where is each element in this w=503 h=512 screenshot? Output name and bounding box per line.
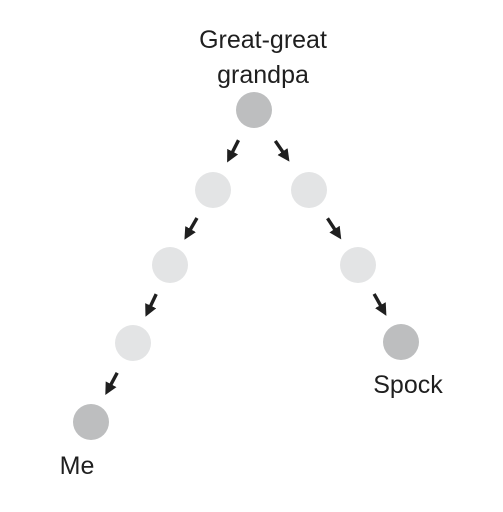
arrow-left-ancestor-1-to-left-ancestor-2 bbox=[184, 217, 199, 240]
node-left-ancestor-3 bbox=[115, 325, 151, 361]
nodes-layer bbox=[73, 92, 419, 440]
top-label-line1: Great-great bbox=[199, 26, 327, 54]
node-left-ancestor-1 bbox=[195, 172, 231, 208]
arrow-left-ancestor-2-to-left-ancestor-3 bbox=[145, 293, 158, 317]
arrow-great-great-grandpa-to-left-ancestor-1 bbox=[227, 139, 241, 163]
node-great-great-grandpa bbox=[236, 92, 272, 128]
me-label: Me bbox=[60, 452, 95, 480]
arrow-right-ancestor-1-to-right-ancestor-2 bbox=[326, 217, 342, 240]
edges-layer bbox=[105, 139, 387, 395]
top-label-line2: grandpa bbox=[217, 61, 309, 89]
arrow-left-ancestor-3-to-me bbox=[105, 371, 119, 395]
arrow-great-great-grandpa-to-right-ancestor-1 bbox=[273, 139, 290, 162]
node-spock bbox=[383, 324, 419, 360]
arrow-right-ancestor-2-to-spock bbox=[372, 293, 387, 316]
spock-label: Spock bbox=[373, 371, 443, 399]
node-right-ancestor-2 bbox=[340, 247, 376, 283]
node-left-ancestor-2 bbox=[152, 247, 188, 283]
node-right-ancestor-1 bbox=[291, 172, 327, 208]
node-me bbox=[73, 404, 109, 440]
